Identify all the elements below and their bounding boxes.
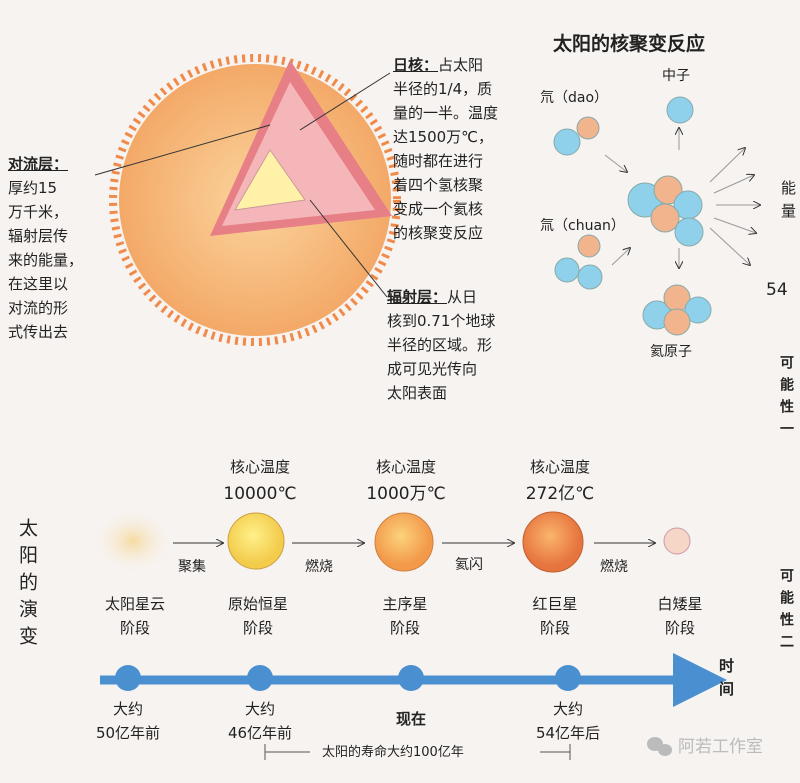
- text-line: 辐射层传: [8, 227, 69, 245]
- text-line: 厚约15: [8, 179, 58, 197]
- stage-suffix: 阶段: [539, 619, 570, 637]
- time-value: 46亿年前: [227, 724, 293, 742]
- stage-label: 红巨星阶段: [505, 592, 605, 640]
- time-approx: 大约: [552, 700, 583, 718]
- radiation-layer-label: 辐射层：从日 核到0.71个地球 半径的区域。形 成可见光传向 太阳表面: [387, 285, 495, 405]
- stage-suffix: 阶段: [119, 619, 150, 637]
- text-line: 从日: [447, 288, 478, 306]
- temp-label: 核心温度: [529, 458, 590, 476]
- text-line: 来的能量，: [8, 251, 84, 269]
- time-approx: 大约: [244, 700, 275, 718]
- time-label: 大约 54亿年后: [518, 697, 618, 745]
- temp-value: 1000万℃: [366, 484, 446, 504]
- stage-name: 红巨星: [532, 595, 578, 613]
- sun-cutaway: [94, 54, 401, 346]
- temp-value: 10000℃: [223, 484, 297, 504]
- temp-value: 272亿℃: [525, 484, 595, 504]
- evolution-title: 太阳的演变: [16, 518, 38, 653]
- text-line: 占太阳: [438, 56, 484, 74]
- transition-label: 氦闪: [455, 557, 483, 573]
- text-line: 式传出去: [8, 323, 69, 341]
- convection-layer-label: 对流层： 厚约15 万千米， 辐射层传 来的能量， 在这里以 对流的形 式传出去: [8, 152, 83, 344]
- fusion-diagram: [553, 96, 760, 336]
- text-line: 太阳表面: [387, 384, 448, 402]
- transition-label: 聚集: [178, 559, 206, 575]
- time-approx: 大约: [112, 700, 143, 718]
- stage-label: 白矮星阶段: [630, 592, 730, 640]
- time-label: 大约 46亿年前: [210, 697, 310, 745]
- core-title: 日核：: [393, 56, 439, 74]
- stage-suffix: 阶段: [664, 619, 695, 637]
- watermark: 阿若工作室: [678, 737, 763, 757]
- evolution-diagram: [91, 507, 727, 760]
- text-line: 量的一半。温度: [393, 104, 499, 122]
- text-line: 的核聚变反应: [393, 224, 484, 242]
- stage-name: 太阳星云: [104, 595, 165, 613]
- time-label: 现在: [361, 707, 461, 731]
- stage-label: 太阳星云阶段: [80, 592, 190, 640]
- lifespan-label: 太阳的寿命大约100亿年: [322, 745, 464, 760]
- core-label: 日核：占太阳 半径的1/4，质 量的一半。温度 达1500万℃， 随时都在进行 …: [393, 53, 498, 245]
- convection-title: 对流层：: [8, 155, 69, 173]
- text-line: 随时都在进行: [393, 152, 484, 170]
- text-line: 变成一个氦核: [393, 200, 484, 218]
- text-line: 成可见光传向: [387, 360, 478, 378]
- cut-off-text: 54: [766, 280, 788, 300]
- stage-label: 原始恒星阶段: [203, 592, 313, 640]
- text-line: 半径的1/4，质: [393, 80, 493, 98]
- text-line: 万千米，: [8, 203, 69, 221]
- temp-label: 核心温度: [375, 458, 436, 476]
- neutron-label: 中子: [662, 68, 690, 84]
- helium-label: 氦原子: [650, 344, 692, 360]
- radiation-title: 辐射层：: [387, 288, 448, 306]
- time-value: 54亿年后: [535, 724, 601, 742]
- transition-label: 燃烧: [600, 559, 628, 575]
- text-line: 核到0.71个地球: [387, 312, 496, 330]
- time-value: 现在: [395, 710, 426, 728]
- stage-name: 主序星: [382, 595, 428, 613]
- temp-label: 核心温度: [229, 458, 290, 476]
- stage-suffix: 阶段: [389, 619, 420, 637]
- transition-label: 燃烧: [305, 559, 333, 575]
- text-line: 在这里以: [8, 275, 69, 293]
- deuterium-label: 氘（dao）: [540, 90, 609, 106]
- text-line: 半径的区域。形: [387, 336, 493, 354]
- time-value: 50亿年前: [95, 724, 161, 742]
- timeline-label: 时间: [717, 658, 735, 704]
- time-label: 大约 50亿年前: [78, 697, 178, 745]
- fusion-title: 太阳的核聚变反应: [553, 33, 706, 55]
- text-line: 着四个氢核聚: [393, 176, 484, 194]
- tritium-label: 氚（chuan）: [540, 218, 625, 234]
- text-line: 达1500万℃，: [393, 128, 494, 146]
- stage-suffix: 阶段: [242, 619, 273, 637]
- energy-label: 能量: [779, 180, 797, 226]
- stage-label: 主序星阶段: [355, 592, 455, 640]
- possibility-one-label: 可能性一: [778, 355, 794, 443]
- possibility-two-label: 可能性二: [778, 568, 794, 656]
- stage-name: 白矮星: [657, 595, 703, 613]
- stage-name: 原始恒星: [227, 595, 288, 613]
- text-line: 对流的形: [8, 299, 69, 317]
